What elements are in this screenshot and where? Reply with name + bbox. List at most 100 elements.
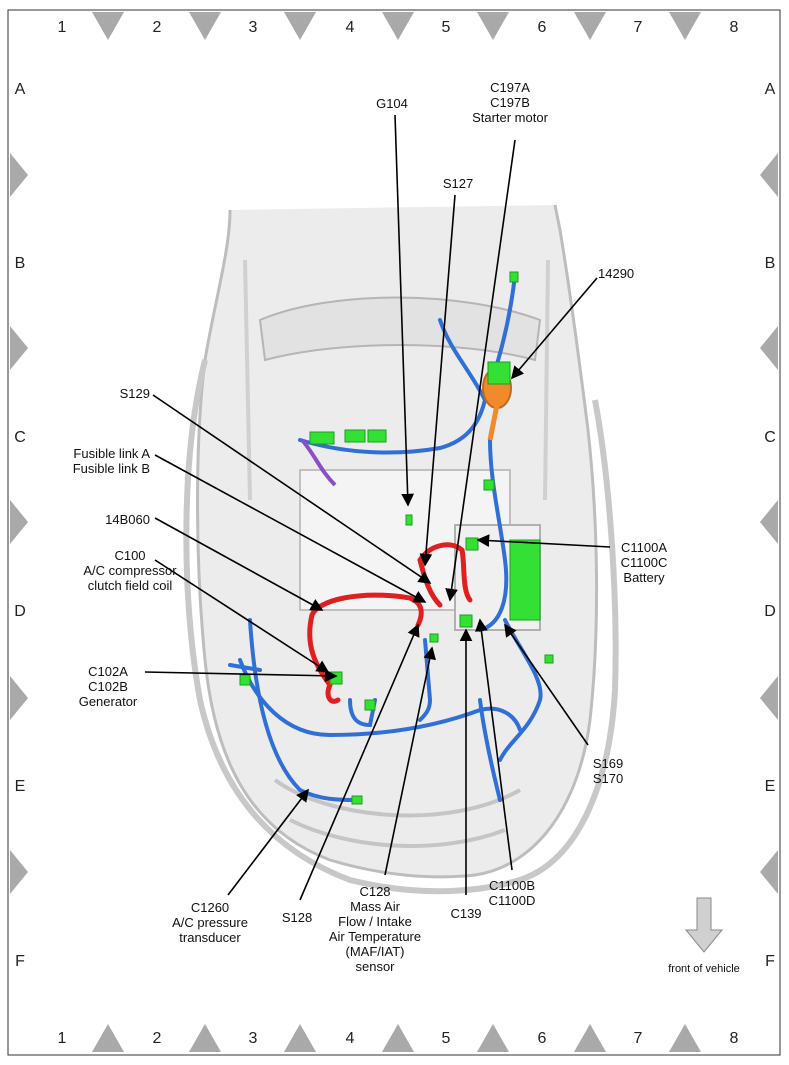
grid-row-label-left-B: B [15, 255, 26, 272]
callout-c102-line-2: C102B [88, 679, 128, 694]
grid-column-label-top-8: 8 [730, 19, 739, 36]
down-arrow-icon [684, 897, 724, 953]
callout-g104-line-1: G104 [376, 96, 408, 111]
grid-marker-top-3 [284, 12, 316, 40]
grid-column-label-bottom-6: 6 [538, 1030, 547, 1047]
leader-14b060 [154, 517, 324, 611]
callout-fusible-line-2: Fusible link B [73, 461, 150, 476]
callout-c1260-line-2: A/C pressure [172, 915, 248, 930]
grid-row-label-left-C: C [14, 429, 26, 446]
leader-c1100a [476, 534, 611, 548]
callout-c128-line-5: (MAF/IAT) [346, 944, 405, 959]
grid-row-label-right-F: F [765, 953, 775, 970]
callout-c1100a-line-3: Battery [623, 570, 665, 585]
leader-s127 [419, 194, 456, 567]
callout-c197-line-1: C197A [490, 80, 530, 95]
callout-c1100a-line-1: C1100A [621, 540, 667, 555]
grid-marker-right-3 [760, 500, 778, 544]
callout-c1100a-line-2: C1100C [621, 555, 668, 570]
callout-c100-line-3: clutch field coil [88, 578, 173, 593]
grid-row-label-left-D: D [14, 603, 26, 620]
callout-c197-line-3: Starter motor [472, 110, 549, 125]
grid-marker-left-1 [10, 153, 28, 197]
callout-c128-line-3: Flow / Intake [338, 914, 412, 929]
leader-s128 [299, 623, 420, 901]
callout-s169-line-1: S169 [593, 756, 623, 771]
green-connectors [239, 271, 554, 805]
front-of-vehicle-legend: front of vehicle [668, 897, 740, 975]
leader-c102 [144, 669, 338, 683]
grid-marker-left-4 [10, 676, 28, 720]
leader-14290 [510, 277, 598, 380]
leader-s169 [504, 623, 589, 746]
grid-row-label-right-C: C [764, 429, 776, 446]
callout-c128-line-2: Mass Air [350, 899, 401, 914]
grid-row-label-left-F: F [15, 953, 25, 970]
grid-column-label-bottom-1: 1 [58, 1030, 67, 1047]
grid-column-label-top-6: 6 [538, 19, 547, 36]
callout-b14060-line-1: 14B060 [105, 512, 150, 527]
grid-marker-bottom-3 [284, 1024, 316, 1052]
leader-c1260 [227, 788, 309, 896]
callout-c128-line-6: sensor [355, 959, 395, 974]
callout-c197-line-2: C197B [490, 95, 530, 110]
callout-c102-line-1: C102A [88, 664, 128, 679]
grid-marker-right-4 [760, 676, 778, 720]
grid-column-label-top-2: 2 [153, 19, 162, 36]
grid-marker-right-2 [760, 326, 778, 370]
grid-marker-left-5 [10, 850, 28, 894]
grid-column-label-top-3: 3 [249, 19, 258, 36]
grid-marker-top-2 [189, 12, 221, 40]
grid-column-label-top-5: 5 [442, 19, 451, 36]
callout-c1100b-line-1: C1100B [489, 878, 535, 893]
grid-column-label-top-7: 7 [634, 19, 643, 36]
callout-c1260-line-3: transducer [179, 930, 241, 945]
grid-marker-right-1 [760, 153, 778, 197]
leader-c100 [154, 559, 330, 673]
grid-column-label-bottom-7: 7 [634, 1030, 643, 1047]
callout-c102-line-3: Generator [79, 694, 138, 709]
grid-marker-bottom-7 [669, 1024, 701, 1052]
grid-marker-bottom-6 [574, 1024, 606, 1052]
purple-harness [300, 438, 337, 487]
callout-c100-line-2: A/C compressor [83, 563, 177, 578]
leader-fusible [154, 454, 427, 603]
grid-row-label-right-D: D [764, 603, 776, 620]
grid-row-label-left-A: A [15, 81, 26, 98]
leader-c1100b [475, 618, 513, 871]
grid-row-label-right-A: A [765, 81, 776, 98]
leader-c197 [445, 139, 516, 602]
grid-column-label-bottom-5: 5 [442, 1030, 451, 1047]
callout-fusible-line-1: Fusible link A [73, 446, 150, 461]
leader-g104 [394, 114, 415, 507]
grid-row-label-right-E: E [765, 778, 776, 795]
grid-marker-left-2 [10, 326, 28, 370]
callout-s127-line-1: S127 [443, 176, 473, 191]
grid-marker-right-5 [760, 850, 778, 894]
callout-c14290-line-1: 14290 [598, 266, 634, 281]
grid-marker-top-4 [382, 12, 414, 40]
grid-column-label-bottom-3: 3 [249, 1030, 258, 1047]
callout-c100-line-1: C100 [114, 548, 145, 563]
callout-s128-line-1: S128 [282, 910, 312, 925]
callout-c128-line-4: Air Temperature [329, 929, 421, 944]
grid-column-label-bottom-8: 8 [730, 1030, 739, 1047]
callout-c1260-line-1: C1260 [191, 900, 229, 915]
grid-marker-bottom-5 [477, 1024, 509, 1052]
grid-marker-top-1 [92, 12, 124, 40]
grid-row-label-right-B: B [765, 255, 776, 272]
diagram-frame [7, 9, 781, 1056]
grid-column-label-bottom-2: 2 [153, 1030, 162, 1047]
grid-marker-left-3 [10, 500, 28, 544]
front-of-vehicle-label: front of vehicle [668, 963, 740, 975]
grid-marker-bottom-4 [382, 1024, 414, 1052]
callout-c128-line-1: C128 [359, 884, 390, 899]
callout-c139-line-1: C139 [450, 906, 481, 921]
callout-c1100b-line-2: C1100D [489, 893, 536, 908]
leader-lines [144, 114, 611, 901]
grid-row-label-left-E: E [15, 778, 26, 795]
